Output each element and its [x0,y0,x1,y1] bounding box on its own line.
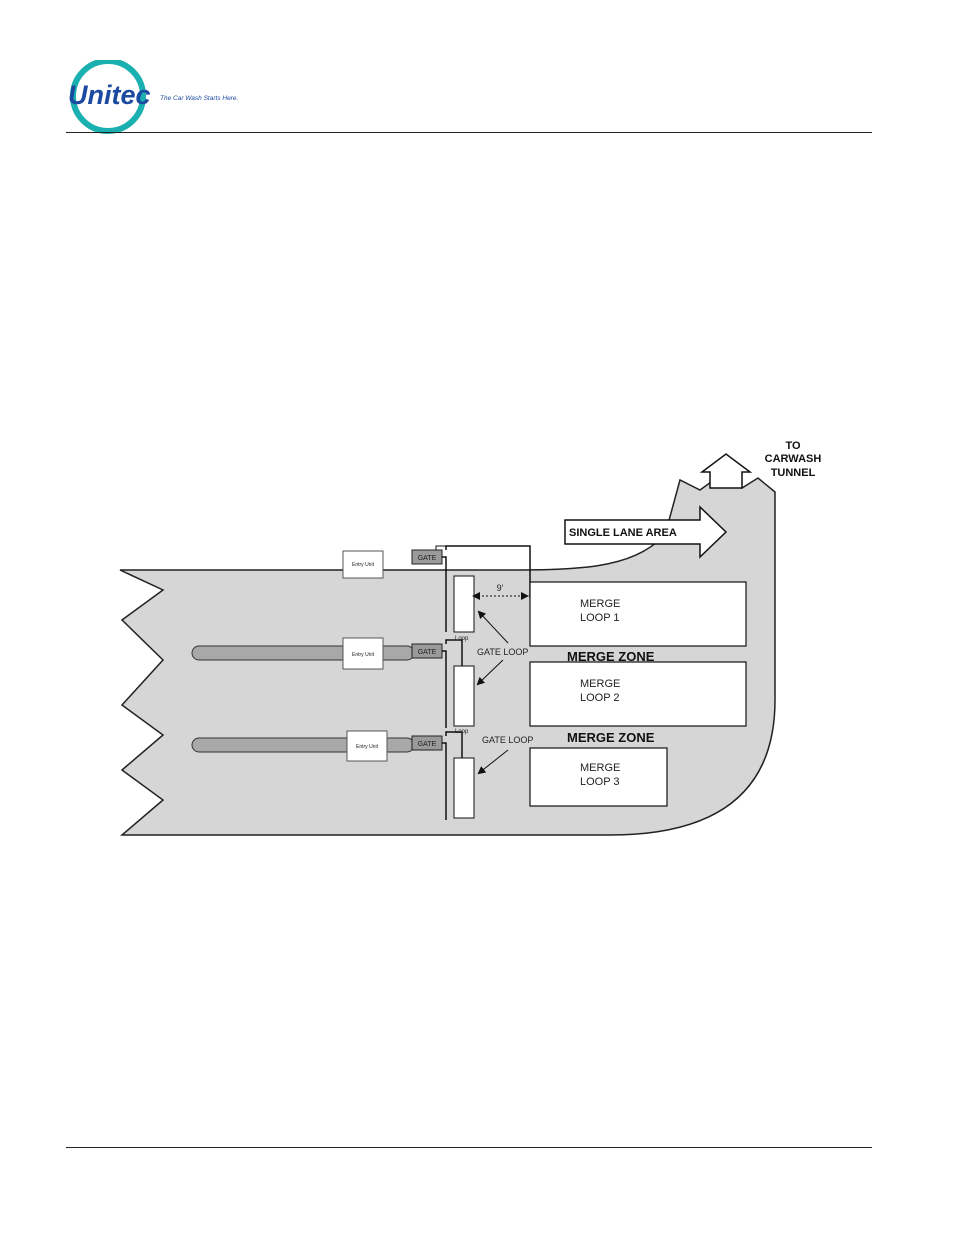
entry-unit-1 [342,550,384,579]
entry-unit-2-label: Entry Unit [352,652,375,658]
logo-text: Unitec [68,80,151,110]
entry-unit-1-label: Entry Unit [352,562,375,568]
merge-loop-3-line2: LOOP 3 [580,776,620,788]
merge-loop-1-line1: MERGE [580,598,620,610]
tunnel-arrow-icon [699,453,753,489]
merge-loop-1 [529,581,747,647]
merge-loop-2-line2: LOOP 2 [580,692,620,704]
gate-wiring-2 [442,639,463,728]
gate-wiring-1b [435,545,530,550]
logo-ring-icon [70,58,146,134]
single-lane-arrow-icon [564,505,728,559]
merge-loop-3-line1: MERGE [580,762,620,774]
gate-loop-3 [453,757,475,819]
merge-zone-1: MERGE ZONE [567,649,655,664]
unitec-logo: Unitec The Car Wash Starts Here. [66,58,266,141]
merge-zone-2: MERGE ZONE [567,730,655,745]
merge-loop-2-line1: MERGE [580,678,620,690]
callout-arrow-1b [476,659,504,686]
merge-loop-2 [529,661,747,727]
gate-loop-2 [453,665,475,727]
footer-divider [66,1147,872,1148]
single-lane-label: SINGLE LANE AREA [569,527,677,539]
gate-loop-callout-2: GATE LOOP [482,735,533,745]
to-carwash-line2: CARWASH [765,453,822,465]
merge-loop-3 [529,747,668,807]
entry-unit-2 [342,637,384,670]
entry-unit-3-label: Entry Unit [356,744,379,750]
gate-1-label: GATE [418,555,437,562]
gate-loop-callout-1: GATE LOOP [477,647,528,657]
gate-loop-1-label: Loop [455,636,469,642]
gate-loop-2-label: Loop [455,729,469,735]
header-divider [66,132,872,133]
gate-3-label: GATE [418,741,437,748]
gate-2-label: GATE [418,649,437,656]
distance-label: 9' [497,583,504,593]
merge-loop-1-line2: LOOP 1 [580,612,620,624]
gate-loop-1 [453,575,475,633]
gate-wiring-3 [442,731,463,820]
to-carwash-line3: TUNNEL [771,467,816,479]
to-carwash-line1: TO [785,440,801,452]
logo-tagline: The Car Wash Starts Here. [160,95,238,102]
callout-arrow-2 [477,749,509,775]
callout-arrow-1a [477,610,509,644]
entry-unit-3 [346,730,388,762]
